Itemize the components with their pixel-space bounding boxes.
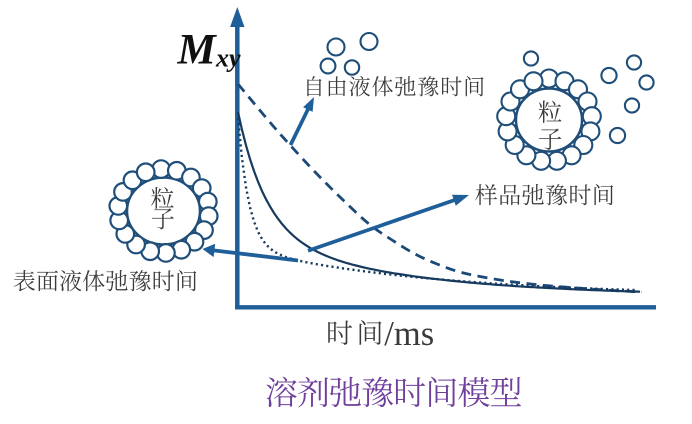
- svg-text:xy: xy: [215, 44, 241, 73]
- svg-text:/ms: /ms: [384, 315, 434, 353]
- svg-text:M: M: [177, 27, 218, 74]
